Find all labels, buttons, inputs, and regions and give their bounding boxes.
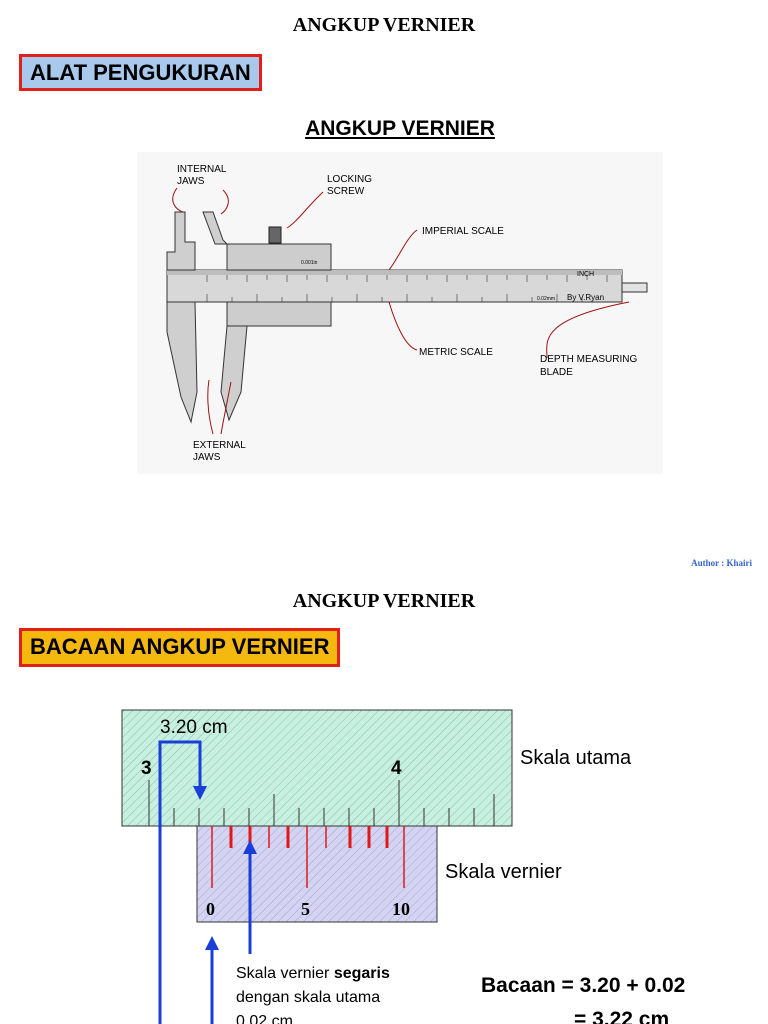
vernier-number-5: 5 xyxy=(301,899,310,919)
reading-arrowhead xyxy=(193,786,207,800)
note-line-1: Skala vernier segaris xyxy=(236,965,390,982)
main-scale-number-4: 4 xyxy=(391,758,402,779)
note-line-2: dengan skala utama xyxy=(236,989,381,1006)
vernier-reading-diagram: 3.20 cm 3 4 0 5 10 Skala utama Skala ver… xyxy=(121,709,632,1024)
author-credit: Author : Khairi xyxy=(691,558,752,568)
reading-label: 3.20 cm xyxy=(160,717,228,738)
coincide-arrowhead xyxy=(243,840,257,854)
author-credit-label: By V.Ryan xyxy=(567,293,604,302)
internal-jaws-label-1: INTERNAL xyxy=(177,164,227,175)
main-scale-bar xyxy=(121,709,513,827)
reading-equation: Bacaan = 3.20 + 0.02 xyxy=(481,974,686,997)
note-line-3: 0.02 cm xyxy=(236,1013,293,1024)
slide-title-2: ANGKUP VERNIER xyxy=(292,590,476,612)
vernier-scale-ticks xyxy=(211,826,405,888)
internal-jaws-label-2: JAWS xyxy=(177,176,205,187)
main-scale-ticks xyxy=(148,780,495,826)
vernier-scale-bar xyxy=(196,825,438,923)
slide-title-1: ANGKUP VERNIER xyxy=(292,14,476,36)
main-scale-label: Skala utama xyxy=(520,747,632,769)
vernier-scale-label: Skala vernier xyxy=(445,861,562,883)
depth-blade-label-1: DEPTH MEASURING xyxy=(540,354,637,365)
coincide-note: Skala vernier segaris dengan skala utama… xyxy=(236,962,390,1024)
metric-scale-label: METRIC SCALE xyxy=(419,347,493,358)
external-jaws-label-1: EXTERNAL xyxy=(193,440,246,451)
locking-screw-label-1: LOCKING xyxy=(327,174,372,185)
vernier-caliper-diagram: INCH By V.Ryan 0.001in 0.02mm INTERNAL J… xyxy=(137,152,663,474)
reading-result: = 3.22 cm xyxy=(574,1008,670,1024)
vernier-unit-label: 0.001in xyxy=(301,260,318,266)
caliper-svg: INCH By V.Ryan 0.001in 0.02mm INTERNAL J… xyxy=(166,164,648,463)
metric-scale-ticks xyxy=(206,294,583,302)
imperial-scale-label: IMPERIAL SCALE xyxy=(422,226,504,237)
vernier-number-0: 0 xyxy=(206,899,215,919)
external-jaws-label-2: JAWS xyxy=(193,452,221,463)
caliper-heading: ANGKUP VERNIER xyxy=(305,117,495,140)
inch-label: INCH xyxy=(577,271,594,278)
metric-unit-label: 0.02mm xyxy=(537,296,555,302)
depth-blade-label-2: BLADE xyxy=(540,367,573,378)
alat-pengukuran-tag: ALAT PENGUKURAN xyxy=(19,54,262,91)
vernier-number-10: 10 xyxy=(392,899,410,919)
reading-arrow xyxy=(158,740,202,1024)
main-scale-number-3: 3 xyxy=(141,758,152,779)
zero-arrowhead xyxy=(205,936,219,950)
locking-screw-label-2: SCREW xyxy=(327,186,365,197)
imperial-scale-ticks xyxy=(206,275,608,282)
bacaan-angkup-tag: BACAAN ANGKUP VERNIER xyxy=(19,628,341,667)
